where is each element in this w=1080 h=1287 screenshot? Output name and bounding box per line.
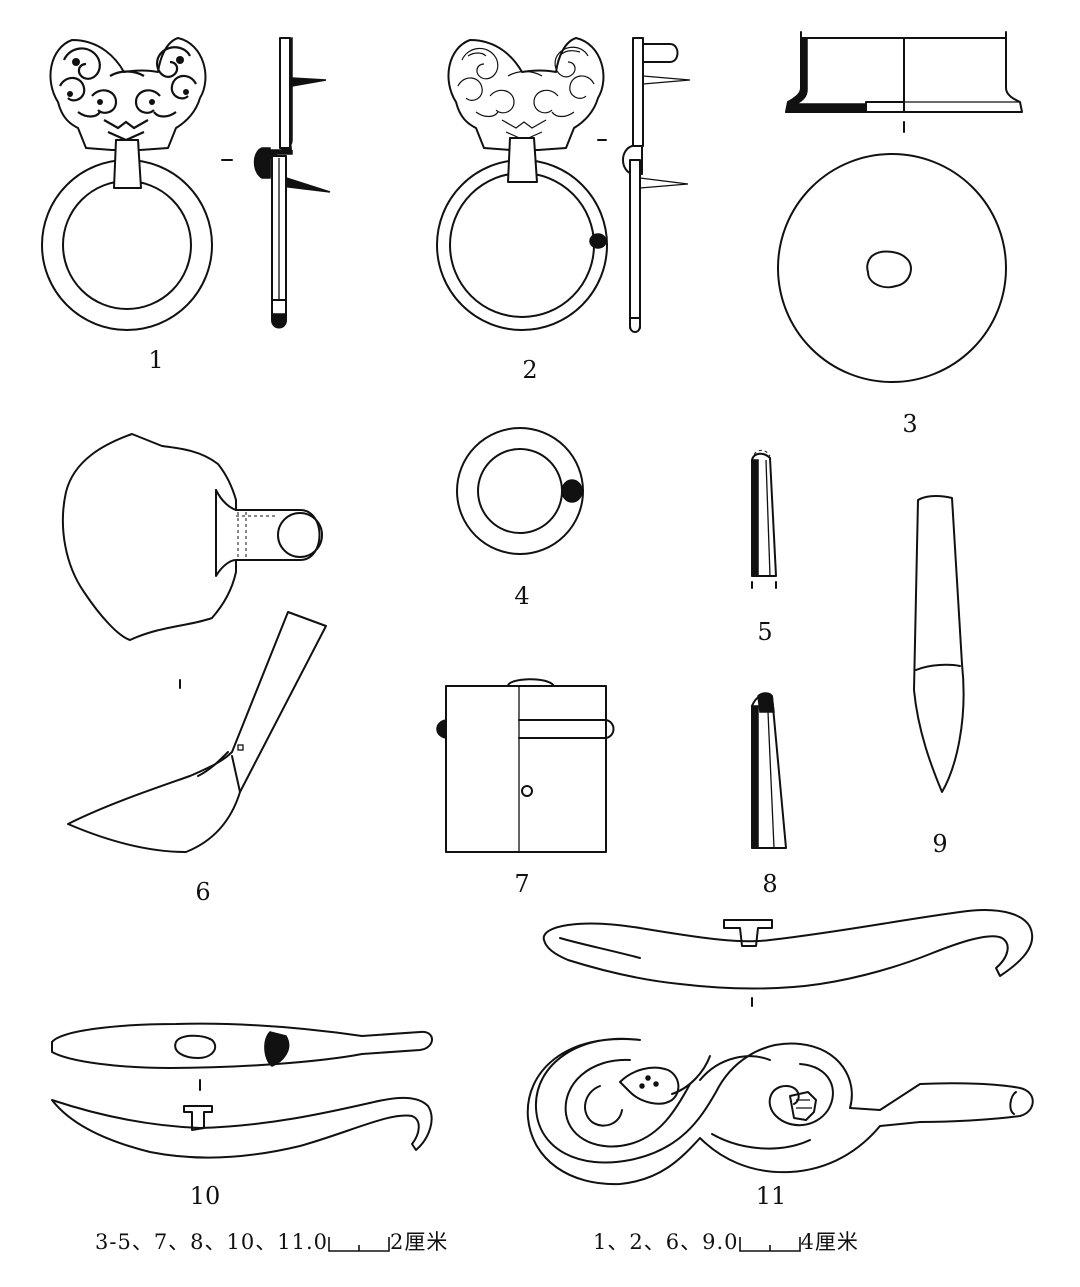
figure-label-8: 8 <box>762 870 777 898</box>
figure-label-5: 5 <box>757 618 772 646</box>
scale-bar-small: 0 2厘米 <box>314 1226 449 1256</box>
figure-7-elevation <box>436 678 615 853</box>
figure-6-side-view <box>67 611 327 853</box>
scale-large-applies-to: 1、2、6、9. <box>593 1230 725 1254</box>
figure-2-side-section <box>597 37 691 333</box>
figure-label-11: 11 <box>756 1182 787 1210</box>
figure-label-6: 6 <box>195 878 210 906</box>
figure-3-profile <box>785 31 1023 133</box>
scale-caption-small: 3-5、7、8、10、11.0 2厘米 <box>95 1226 448 1256</box>
figure-3-top-view <box>777 153 1007 383</box>
figure-label-1: 1 <box>148 346 163 374</box>
figure-9-blade <box>913 495 965 793</box>
figure-1-front-view <box>41 37 213 331</box>
figure-4-ring <box>456 427 584 555</box>
figure-2-front-view <box>436 37 608 331</box>
figure-label-10: 10 <box>190 1182 221 1210</box>
scale-small-zero: 0 <box>313 1230 329 1254</box>
figure-6-top-view <box>61 433 323 641</box>
scale-bar-large: 0 4厘米 <box>724 1226 859 1256</box>
scale-large-zero: 0 <box>724 1230 739 1254</box>
figure-11-side-view <box>542 909 1034 1007</box>
figure-8-pin <box>751 692 787 849</box>
figure-1-side-section <box>221 37 331 329</box>
figure-label-3: 3 <box>902 410 917 438</box>
scale-small-value: 2厘米 <box>390 1230 449 1254</box>
scale-large-value: 4厘米 <box>800 1230 859 1254</box>
figure-10-top-view <box>51 1022 433 1091</box>
scale-small-applies-to: 3-5、7、8、10、11. <box>95 1230 314 1254</box>
figure-label-7: 7 <box>514 870 529 898</box>
figure-label-4: 4 <box>514 582 529 610</box>
figure-label-9: 9 <box>932 830 947 858</box>
figure-label-2: 2 <box>522 356 537 384</box>
figure-5-pin <box>751 450 777 589</box>
figure-10-side-view <box>51 1096 433 1159</box>
figure-11-top-view <box>526 1037 1034 1186</box>
scale-caption-large: 1、2、6、9.0 4厘米 <box>593 1226 859 1256</box>
